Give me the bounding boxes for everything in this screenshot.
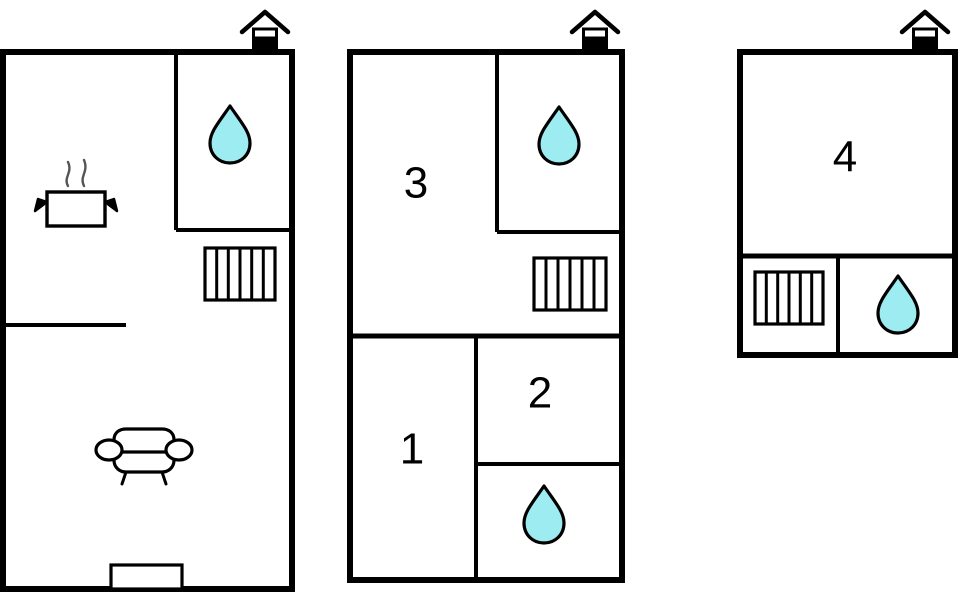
plan-3-group: 4	[737, 12, 958, 358]
room-label-4: 4	[833, 133, 857, 182]
water-drop-icon	[537, 105, 581, 166]
sofa-icon	[94, 427, 194, 486]
plan-1-group	[0, 12, 295, 592]
staircase-icon	[753, 270, 825, 326]
room-label-2: 2	[528, 369, 552, 418]
entrance-door	[109, 563, 184, 591]
room-label-3: 3	[404, 159, 428, 208]
room-label-1: 1	[400, 425, 424, 474]
water-drop-icon	[876, 274, 920, 335]
staircase-icon	[532, 256, 608, 312]
house-icon	[242, 12, 288, 49]
plan-2-outer-wall	[347, 49, 625, 583]
house-icon	[572, 12, 618, 49]
staircase-icon	[203, 246, 277, 302]
water-drop-icon	[522, 484, 566, 545]
plan-3-outer-wall	[737, 49, 958, 358]
water-drop-icon	[208, 104, 252, 165]
cooking-pot-icon	[33, 158, 119, 228]
plan-2-group: 3 1 2	[347, 12, 625, 583]
house-icon	[902, 12, 948, 49]
